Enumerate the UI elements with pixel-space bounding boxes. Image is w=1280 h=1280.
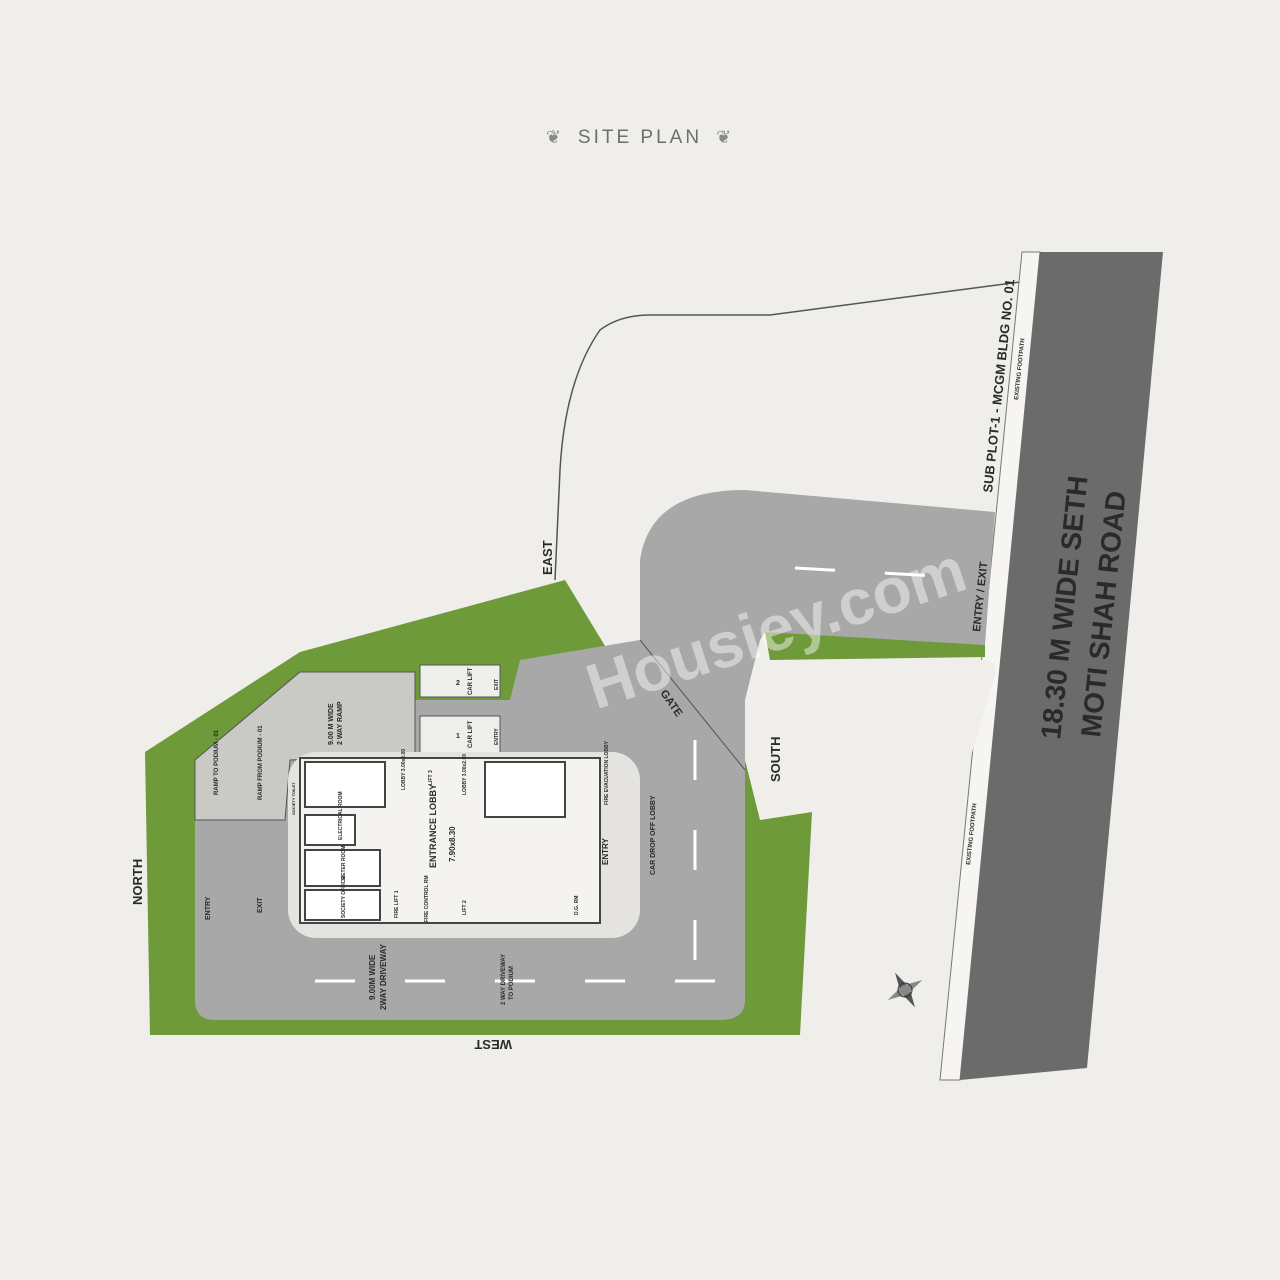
south-open-area (760, 660, 996, 812)
podium-driveway-1: 2 WAY DRIVEWAY (501, 954, 507, 1005)
society-toilet-label: SOCIETY TOILET (291, 782, 296, 815)
fire-evacuation-lobby: FIRE EVACUATION LOBBY (604, 740, 610, 805)
stair-left (304, 761, 386, 808)
meter-room (304, 849, 381, 887)
society-office (304, 889, 381, 921)
car-lift-1-number: 1 (456, 733, 460, 740)
ramp-main-label: 9.00 M WIDE (328, 703, 335, 745)
fire-lift: FIRE LIFT 1 (394, 890, 400, 918)
ramp-main-label-2: 2 WAY RAMP (337, 701, 344, 745)
entrance-lobby-dims: 7.90x8.30 (448, 826, 457, 862)
car-drop-off-lobby: CAR DROP OFF LOBBY (650, 795, 657, 875)
car-lift-1-label: CAR LIFT (468, 720, 474, 748)
electrical-room-label: ELECTRICAL ROOM (338, 791, 344, 840)
electrical-room (304, 814, 356, 846)
society-office-label: SOCIETY OFFICE (341, 876, 347, 918)
direction-east: EAST (540, 540, 555, 575)
gate-entry-label: ENTRY (205, 896, 212, 920)
direction-west: WEST (474, 1037, 512, 1052)
car-lift-2-label: CAR LIFT (468, 667, 474, 695)
car-lift-1-direction: ENTRY (494, 728, 500, 745)
lift-3: LIFT 3 (428, 770, 434, 785)
ramp-from-podium: RAMP FROM PODIUM - 01 (258, 725, 264, 800)
podium-driveway-2: TO PODIUM (509, 966, 515, 1000)
car-lift-1 (419, 715, 501, 755)
driveway-label-2: 2WAY DRIVEWAY (379, 943, 388, 1010)
driveway-label-1: 9.00M WIDE (368, 954, 377, 1000)
gate-line (639, 639, 746, 771)
fire-control-room: FIRE CONTROL RM (424, 875, 430, 922)
lobby-left: LOBBY 3.00x2.00 (401, 749, 407, 790)
direction-north: NORTH (130, 859, 145, 905)
title-text: SITE PLAN (577, 127, 703, 148)
ramp-to-podium: RAMP TO PODIUM - 01 (214, 729, 220, 795)
leaf-ornament-icon: ❦ (716, 127, 735, 147)
dg-room: D.G. RM (574, 896, 580, 915)
stair-right (484, 761, 566, 818)
car-lift-2 (419, 664, 501, 698)
lane-markings (315, 566, 971, 983)
leaf-ornament-icon: ❦ (545, 127, 564, 147)
direction-south: SOUTH (768, 737, 783, 783)
plot-boundary (554, 281, 1021, 581)
car-lift-2-number: 2 (456, 680, 460, 687)
main-road (960, 252, 1163, 1080)
lobby-right: LOBBY 3.00x2.00 (462, 754, 468, 795)
gate-exit-label: EXIT (257, 897, 264, 913)
lift-2: LIFT 2 (462, 900, 468, 915)
building-entry: ENTRY (601, 838, 610, 865)
car-lift-2-direction: EXIT (494, 679, 500, 690)
meter-room-label: METER ROOM (341, 846, 347, 880)
page-title: ❦ SITE PLAN ❦ (0, 127, 1280, 149)
compass-icon (887, 972, 923, 1008)
entrance-lobby-label: ENTRANCE LOBBY (428, 784, 438, 868)
